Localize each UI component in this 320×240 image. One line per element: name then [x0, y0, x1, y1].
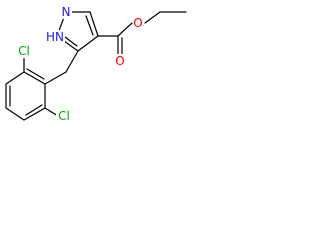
- bond-ch-c4-double: [85, 15, 94, 36]
- bond-c5-c6: [23, 107, 46, 121]
- bond-ch2-c1: [44, 71, 67, 85]
- atom-cl-bottom: Cl: [58, 109, 70, 123]
- o-ester-bg: [133, 16, 144, 30]
- bond-c4-c5: [77, 35, 99, 52]
- benzene-ring: [5, 68, 67, 121]
- bond-c1-c2-double: [26, 68, 45, 80]
- bond-c6-cl: [44, 107, 59, 117]
- bond-c4-c5-ring: [5, 107, 25, 121]
- atom-o-ester: O: [133, 16, 142, 30]
- bond-c5-c6-double: [25, 104, 43, 116]
- bond-carbonyl-o-ester: [117, 22, 133, 37]
- cl-top-bg: [16, 44, 32, 58]
- molecule-structure: N HN O O Cl Cl: [5, 5, 187, 123]
- atom-labels: N HN O O Cl Cl: [16, 5, 144, 123]
- n-top-bg: [61, 5, 72, 19]
- bond-c5-ch2: [65, 50, 79, 73]
- bond-c2-c3: [5, 71, 25, 85]
- atom-n: N: [62, 5, 71, 19]
- bond-c1-c2: [23, 71, 46, 85]
- atom-o-ketone: O: [115, 54, 124, 68]
- bond-o-ch2: [144, 11, 161, 24]
- atom-cl-top: Cl: [18, 44, 30, 58]
- atom-nh: HN: [46, 30, 64, 44]
- cl-bottom-bg: [56, 109, 72, 123]
- bond-ch-c4: [89, 11, 99, 37]
- o-ketone-bg: [115, 54, 126, 68]
- nh-bg: [45, 30, 65, 44]
